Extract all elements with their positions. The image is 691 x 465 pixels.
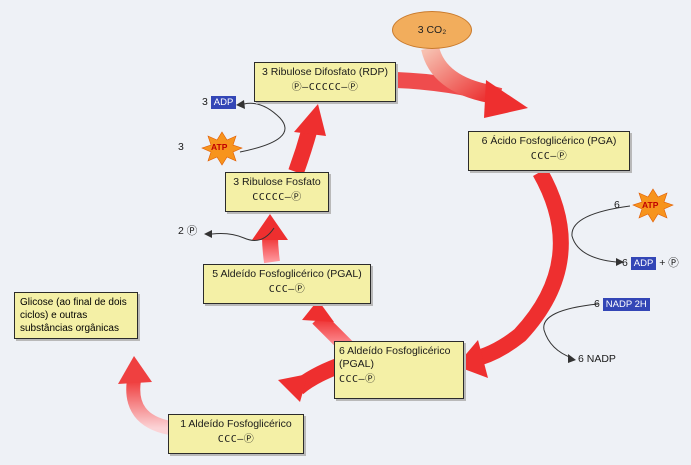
arrowhead-rdp — [294, 104, 326, 136]
adp-left-chip: ADP — [210, 96, 237, 109]
box-pgal1: 1 Aldeído Fosfoglicérico CCC—Ⓟ — [168, 414, 304, 454]
rdp-formula: Ⓟ—CCCCC—Ⓟ — [291, 82, 359, 93]
arrowhead-glicose — [118, 356, 152, 384]
pga-title: 6 Ácido Fosfoglicérico (PGA) — [481, 135, 617, 147]
nadp-tag: 6 NADP — [578, 353, 616, 365]
nadph-num: 6 — [594, 298, 600, 310]
curve-atp-adp-left — [239, 102, 286, 153]
co2-input: 3 CO₂ — [392, 11, 472, 49]
pi-left-text: 2 Ⓟ — [178, 225, 198, 237]
box-ribulose-fosfato: 3 Ribulose Fosfato CCCCC—Ⓟ — [225, 172, 329, 212]
curve-nadph-nadp — [543, 303, 599, 359]
arrow-ribulose-to-rdp — [288, 125, 318, 175]
arrowhead-adp-left — [236, 100, 245, 109]
atp-left-text: ATP — [211, 142, 228, 152]
atp-right-text: ATP — [642, 200, 659, 210]
nadph-chip: NADP 2H — [602, 298, 650, 311]
atp-left-num: 3 — [178, 141, 184, 153]
pgal5-formula: CCC—Ⓟ — [268, 284, 306, 295]
pgal5-title: 5 Aldeído Fosfoglicérico (PGAL) — [212, 268, 362, 280]
adp-right-num: 6 — [622, 257, 628, 269]
atp-left-num-tag: 3 — [178, 141, 184, 153]
arrowhead-pgal6 — [456, 340, 488, 378]
arrowhead-pgal1 — [278, 374, 308, 402]
arrow-co2-in — [421, 45, 492, 103]
adp-left-tag: 3 ADP — [202, 96, 237, 109]
box-pgal5: 5 Aldeído Fosfoglicérico (PGAL) CCC—Ⓟ — [203, 264, 371, 304]
adp-left-num: 3 — [202, 96, 208, 108]
atp-left-star-label: ATP — [211, 142, 227, 152]
arrow-pga-to-pgal — [468, 168, 569, 368]
pgal1-formula: CCC—Ⓟ — [217, 434, 255, 445]
pga-formula: CCC—Ⓟ — [530, 151, 568, 162]
ribulose-fosfato-title: 3 Ribulose Fosfato — [233, 176, 321, 188]
adp-right-suffix: + Ⓟ — [659, 257, 679, 269]
box-rdp: 3 Ribulose Difosfato (RDP) Ⓟ—CCCCC—Ⓟ — [254, 62, 396, 102]
nadph-tag: 6 NADP 2H — [594, 298, 650, 311]
atp-right-num: 6 — [614, 199, 620, 211]
atp-right-num-tag: 6 — [614, 199, 620, 211]
glicose-note: Glicose (ao final de dois ciclos) e outr… — [14, 292, 138, 339]
rdp-title: 3 Ribulose Difosfato (RDP) — [261, 66, 389, 78]
arrowhead-nadp — [568, 354, 576, 363]
ribulose-fosfato-formula: CCCCC—Ⓟ — [252, 192, 302, 203]
arrowhead-pgal5 — [302, 300, 334, 322]
arrowhead-ribulose — [252, 214, 288, 240]
atp-star-left-shape — [201, 131, 243, 166]
curve-atp-adp-right — [571, 205, 631, 263]
nadp-text: 6 NADP — [578, 353, 616, 365]
box-pgal6: 6 Aldeído Fosfoglicérico (PGAL) CCC—Ⓟ — [334, 341, 464, 399]
pgal6-title: 6 Aldeído Fosfoglicérico (PGAL) — [339, 345, 451, 370]
box-pga: 6 Ácido Fosfoglicérico (PGA) CCC—Ⓟ — [468, 131, 630, 171]
curve-pi-left — [211, 227, 275, 241]
adp-right-chip: ADP — [630, 257, 657, 270]
pgal1-title: 1 Aldeído Fosfoglicérico — [180, 418, 292, 430]
co2-label: 3 CO₂ — [417, 24, 447, 36]
arrowhead-pga — [484, 80, 528, 118]
arrowhead-pi-left — [204, 230, 212, 238]
arrowhead-adp-right — [616, 258, 624, 266]
atp-star-right-shape — [632, 188, 674, 223]
atp-right-star-label: ATP — [642, 200, 658, 210]
pgal6-formula: CCC—Ⓟ — [339, 374, 376, 385]
adp-right-tag: 6 ADP + Ⓟ — [622, 255, 679, 270]
pi-left-tag: 2 Ⓟ — [178, 223, 197, 238]
arrow-pgal1-to-glicose — [126, 378, 172, 435]
